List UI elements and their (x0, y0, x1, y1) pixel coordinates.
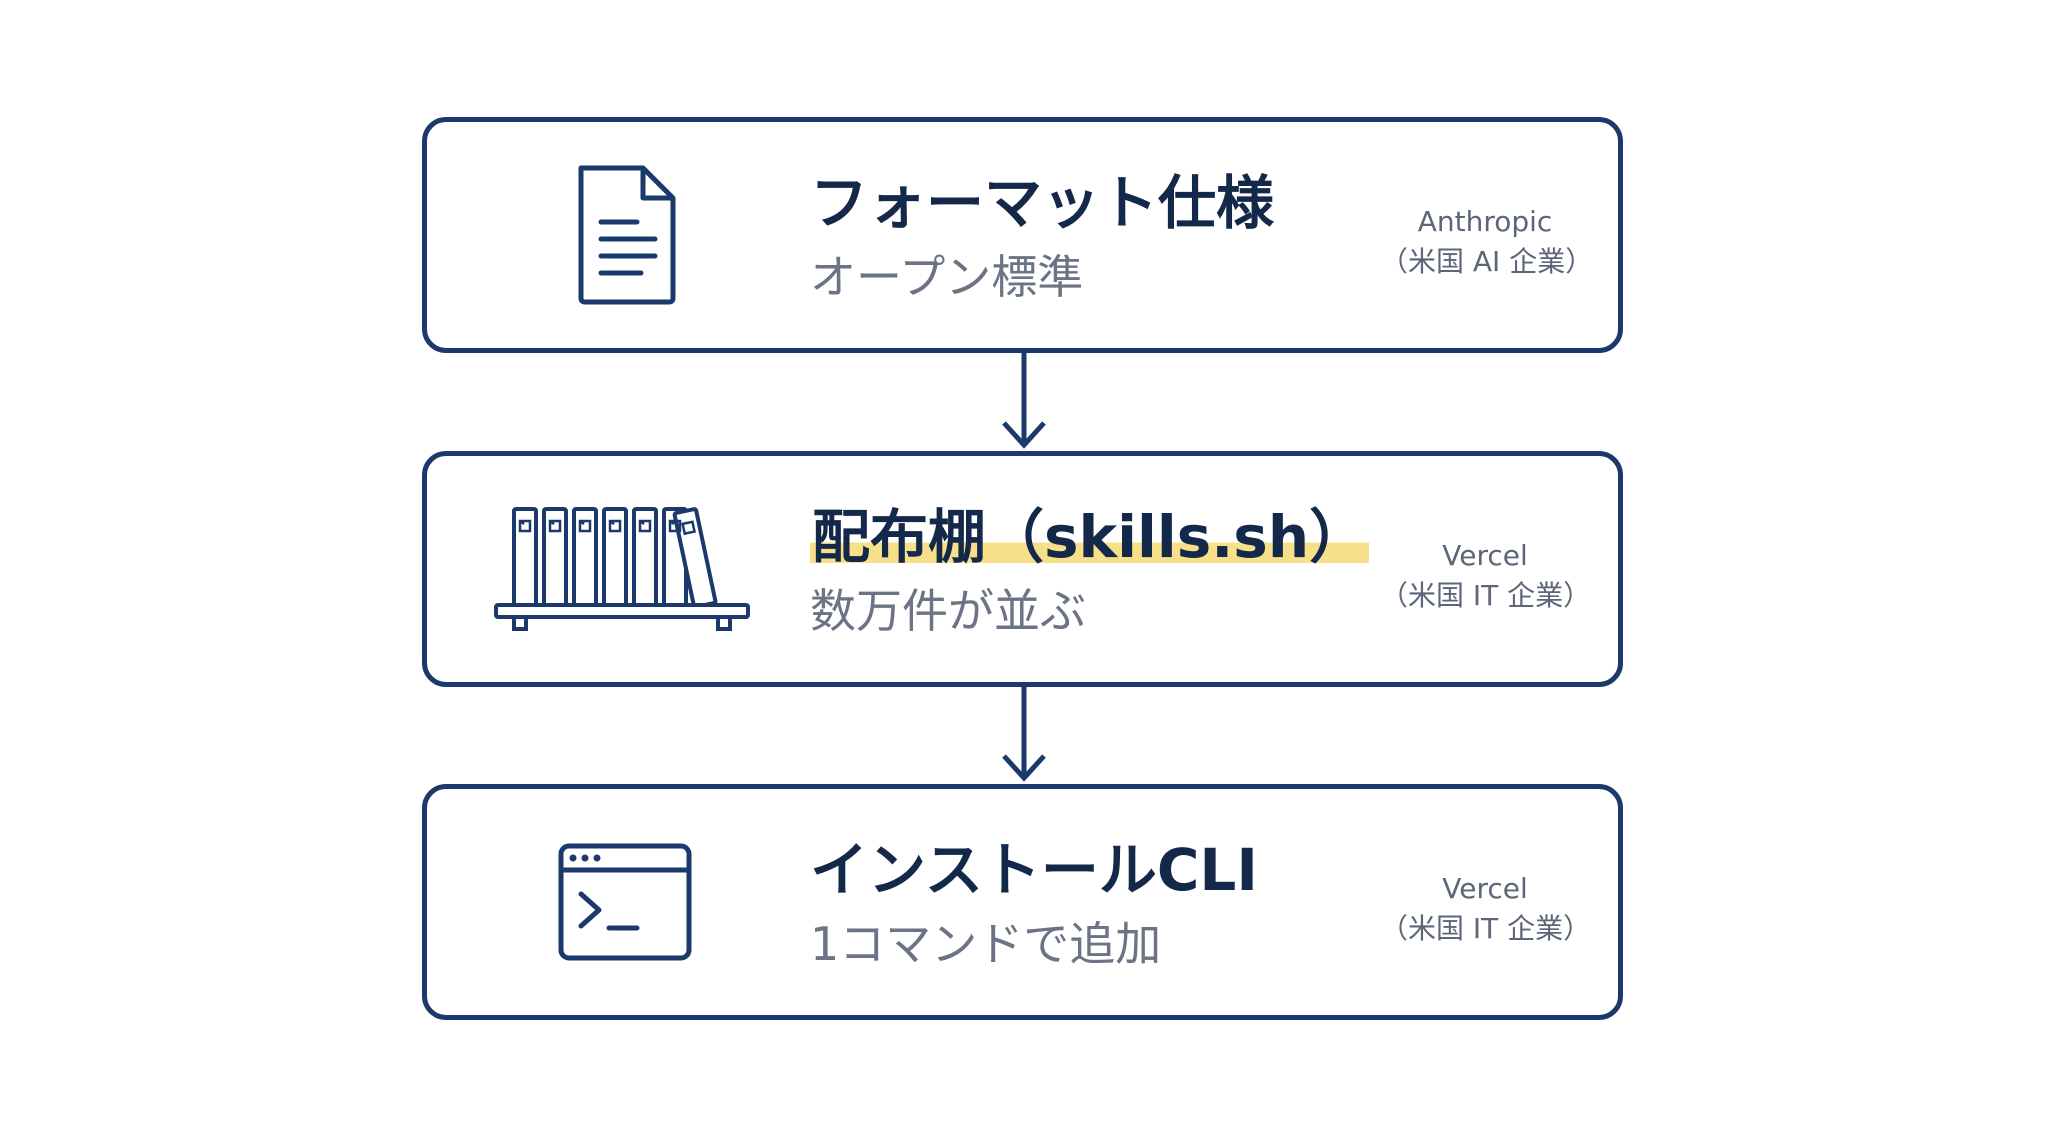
step-subtitle: 1コマンドで追加 (810, 917, 1162, 971)
org-note: （米国 IT 企業） (1380, 579, 1592, 612)
step-title: 配布棚（skills.sh） (810, 503, 1370, 571)
down-arrow-icon (1002, 687, 1046, 782)
step-card-format-spec: フォーマット仕様 オープン標準 Anthropic （米国 AI 企業） (422, 117, 1623, 353)
step-title: インストールCLI (810, 836, 1258, 904)
step-card-install-cli: インストールCLI 1コマンドで追加 Vercel （米国 IT 企業） (422, 784, 1623, 1020)
org-note: （米国 AI 企業） (1380, 245, 1594, 278)
org-label: Vercel （米国 IT 企業） (1380, 536, 1592, 616)
org-label: Vercel （米国 IT 企業） (1380, 869, 1592, 949)
step-title-highlight: 配布棚（skills.sh） (810, 503, 1370, 571)
org-label: Anthropic （米国 AI 企業） (1380, 202, 1594, 282)
org-name: Vercel (1442, 539, 1528, 572)
down-arrow-icon (1002, 353, 1046, 449)
step-title: フォーマット仕様 (810, 169, 1275, 237)
step-card-distribution-shelf: 配布棚（skills.sh） 数万件が並ぶ Vercel （米国 IT 企業） (422, 451, 1623, 687)
step-subtitle: オープン標準 (810, 250, 1084, 304)
step-subtitle: 数万件が並ぶ (810, 584, 1086, 638)
org-note: （米国 IT 企業） (1380, 912, 1592, 945)
terminal-icon (555, 789, 695, 1015)
document-icon (567, 122, 687, 348)
bookshelf-icon (492, 456, 752, 682)
org-name: Anthropic (1417, 205, 1553, 238)
org-name: Vercel (1442, 872, 1528, 905)
